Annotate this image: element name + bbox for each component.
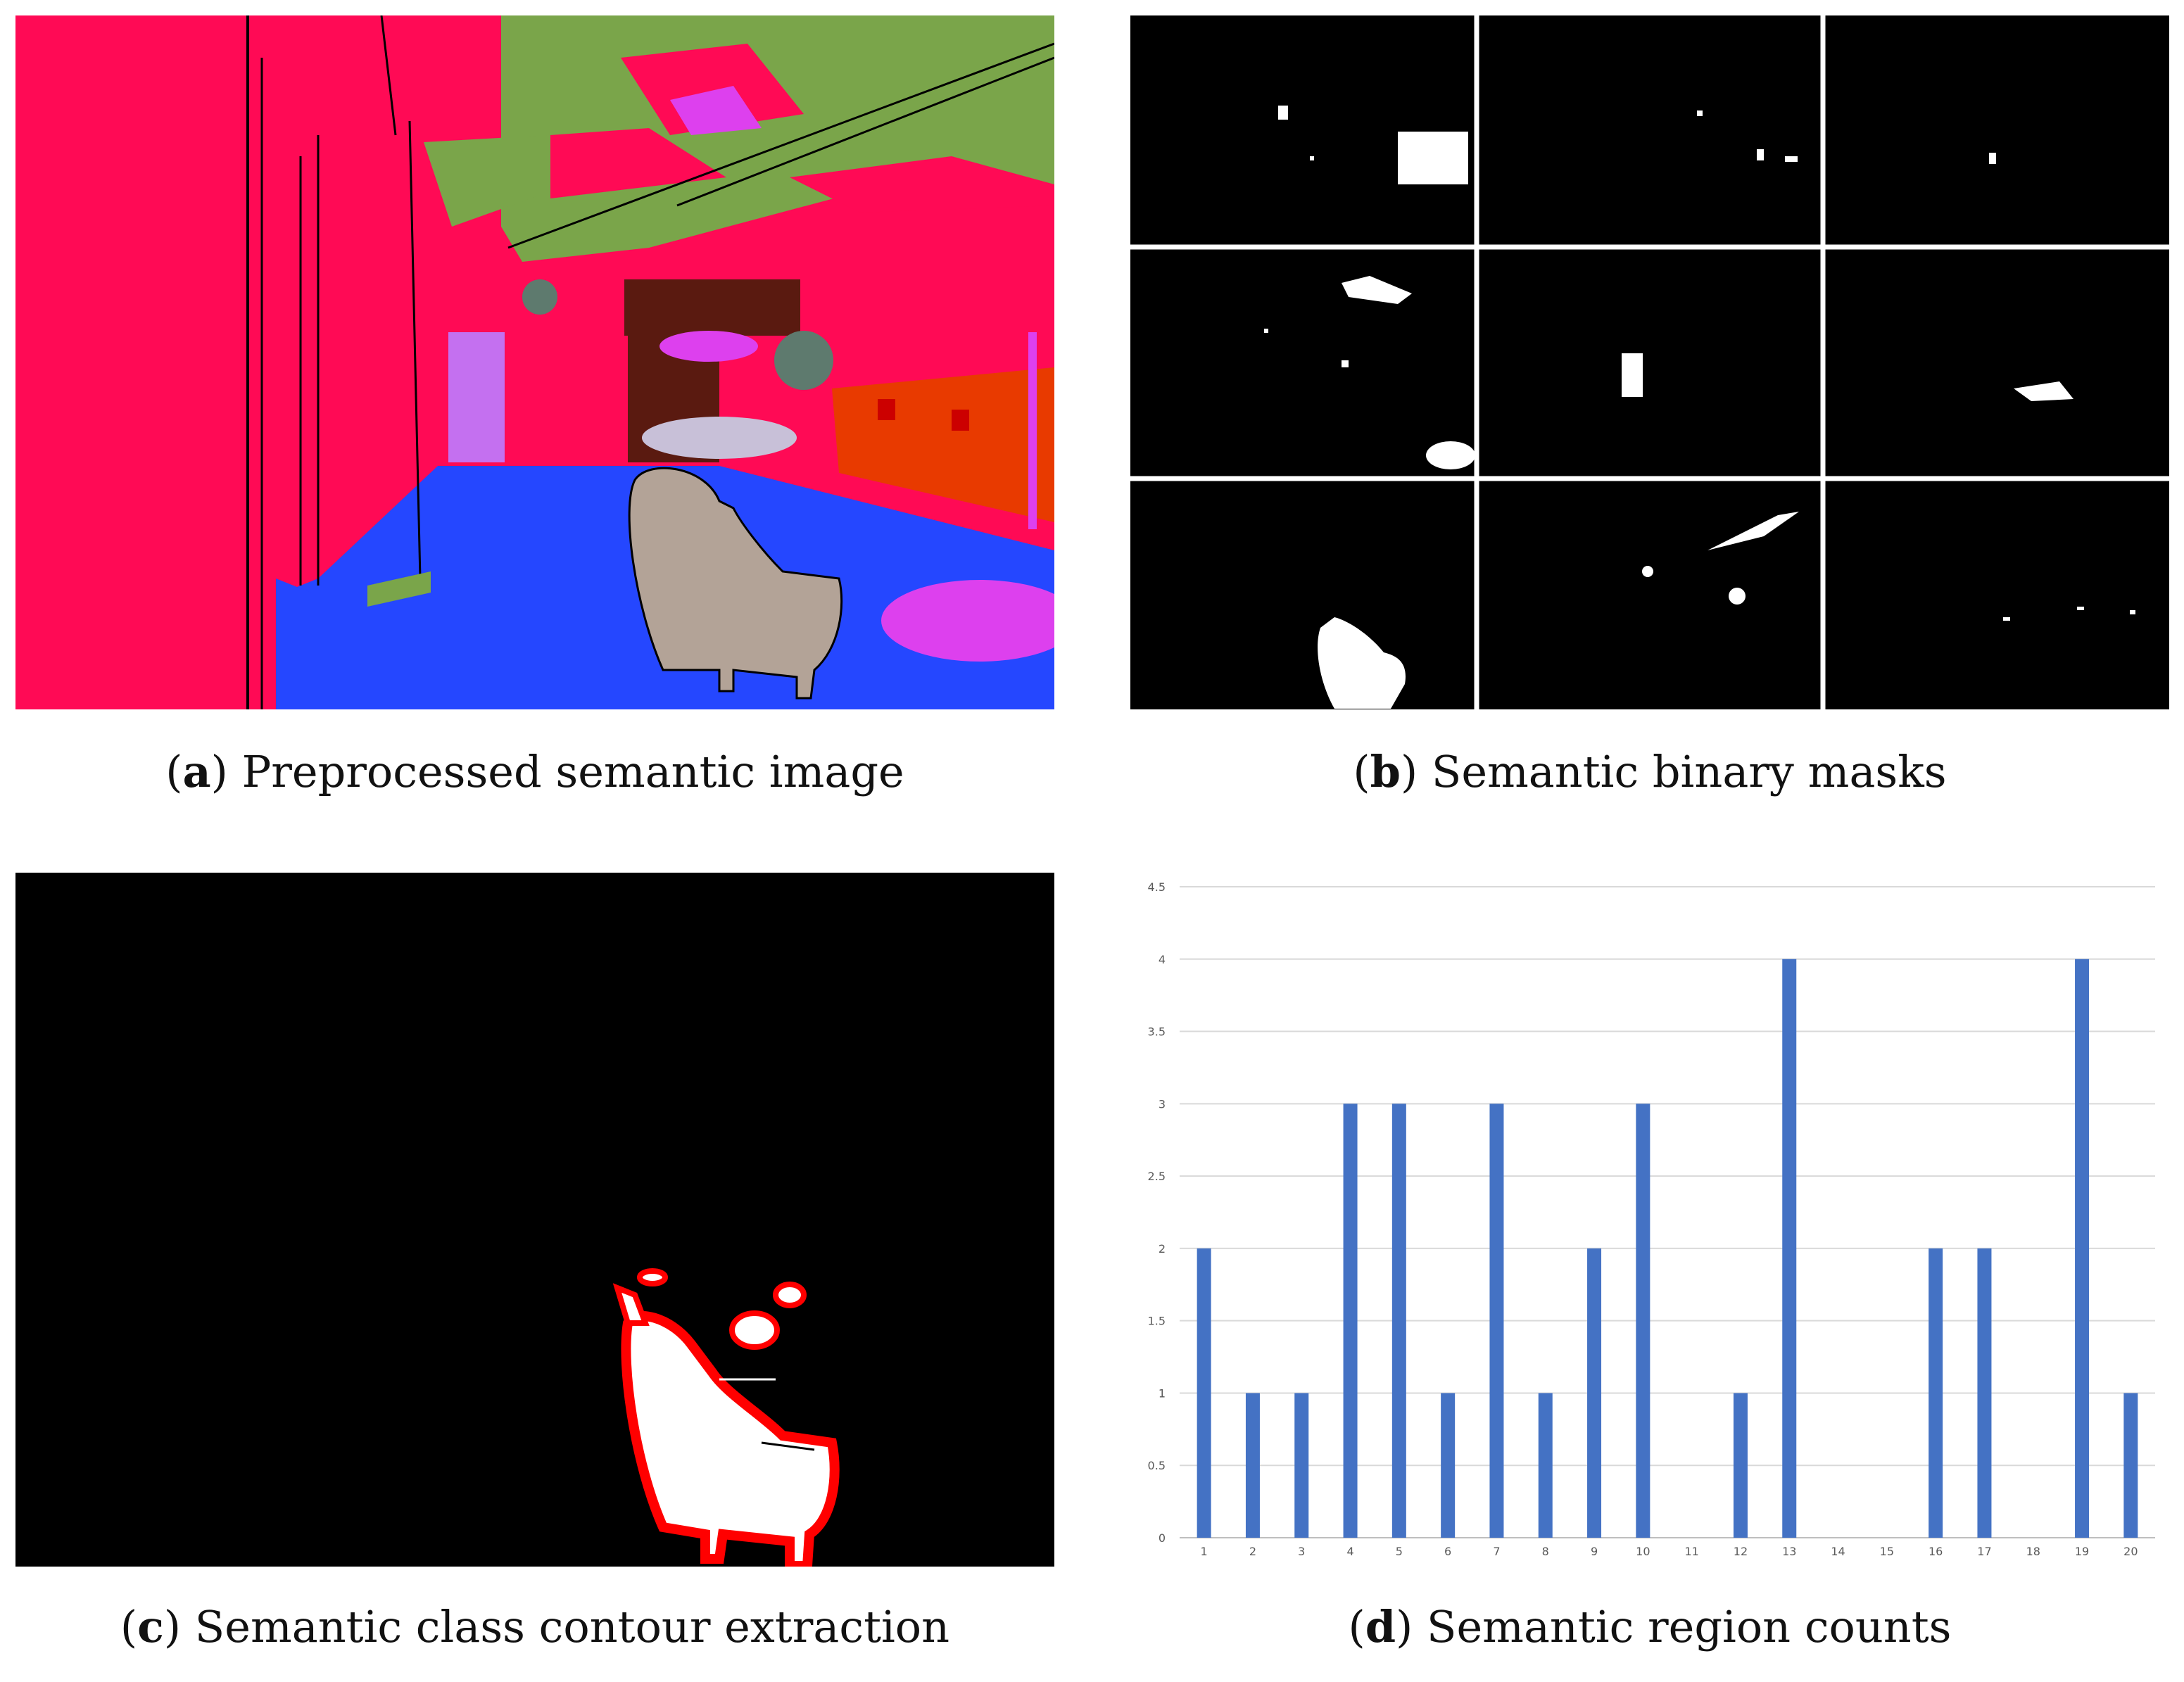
- caption-a-letter: a: [182, 746, 211, 797]
- semantic-image: [15, 15, 1054, 709]
- x-tick-label: 17: [1977, 1545, 1991, 1558]
- chart-yticks: 0 0.5 1 1.5 2 2.5 3 3.5 4 4.5: [1148, 880, 1166, 1545]
- y-tick-label: 0: [1159, 1531, 1166, 1545]
- bar-20: [2123, 1393, 2138, 1538]
- y-tick-label: 4.5: [1148, 880, 1166, 894]
- y-tick-label: 4: [1159, 953, 1166, 966]
- x-tick-label: 5: [1396, 1545, 1403, 1558]
- bar-1: [1197, 1248, 1211, 1538]
- x-tick-label: 14: [1831, 1545, 1845, 1558]
- bar-6: [1441, 1393, 1456, 1538]
- caption-d-text: Semantic region counts: [1426, 1601, 1952, 1652]
- y-tick-label: 1: [1159, 1386, 1166, 1400]
- y-tick-label: 3: [1159, 1097, 1166, 1111]
- binary-mask-grid: [1130, 15, 2169, 709]
- caption-a-text: Preprocessed semantic image: [241, 746, 904, 797]
- bar-12: [1733, 1393, 1748, 1538]
- bar-2: [1245, 1393, 1260, 1538]
- caption-b-letter: b: [1370, 746, 1401, 797]
- chart-gridlines: [1180, 886, 2155, 1538]
- chart-bars: [1197, 959, 2138, 1538]
- y-tick-label: 2.5: [1148, 1170, 1166, 1183]
- x-tick-label: 1: [1201, 1545, 1208, 1558]
- x-tick-label: 11: [1684, 1545, 1698, 1558]
- y-tick-label: 0.5: [1148, 1459, 1166, 1472]
- x-tick-label: 12: [1734, 1545, 1748, 1558]
- caption-b: (b) Semantic binary masks: [1353, 746, 1947, 797]
- x-tick-label: 16: [1929, 1545, 1943, 1558]
- x-tick-label: 15: [1880, 1545, 1894, 1558]
- bar-3: [1294, 1393, 1309, 1538]
- bar-16: [1929, 1248, 1943, 1538]
- bar-8: [1538, 1393, 1553, 1538]
- x-tick-label: 4: [1346, 1545, 1353, 1558]
- y-tick-label: 3.5: [1148, 1025, 1166, 1039]
- bar-17: [1977, 1248, 1992, 1538]
- x-tick-label: 20: [2123, 1545, 2138, 1558]
- x-tick-label: 8: [1542, 1545, 1549, 1558]
- bar-9: [1587, 1248, 1602, 1538]
- x-tick-label: 19: [2075, 1545, 2089, 1558]
- bar-4: [1343, 1104, 1358, 1538]
- caption-b-text: Semantic binary masks: [1431, 746, 1947, 797]
- caption-c: (c) Semantic class contour extraction: [120, 1601, 950, 1652]
- caption-c-text: Semantic class contour extraction: [194, 1601, 950, 1652]
- x-tick-label: 9: [1591, 1545, 1598, 1558]
- x-tick-label: 13: [1782, 1545, 1796, 1558]
- caption-d: (d) Semantic region counts: [1348, 1601, 1952, 1652]
- y-tick-label: 1.5: [1148, 1315, 1166, 1328]
- bar-19: [2075, 959, 2090, 1538]
- x-tick-label: 18: [2026, 1545, 2040, 1558]
- bar-5: [1391, 1104, 1406, 1538]
- bar-10: [1636, 1104, 1650, 1538]
- contour-extraction: [15, 873, 1054, 1567]
- caption-c-letter: c: [137, 1601, 164, 1652]
- y-tick-label: 2: [1159, 1242, 1166, 1256]
- bar-7: [1489, 1104, 1504, 1538]
- x-tick-label: 3: [1298, 1545, 1305, 1558]
- x-tick-label: 10: [1636, 1545, 1650, 1558]
- x-tick-label: 2: [1249, 1545, 1256, 1558]
- caption-d-letter: d: [1365, 1601, 1396, 1652]
- caption-a: (a) Preprocessed semantic image: [165, 746, 904, 797]
- x-tick-label: 6: [1444, 1545, 1451, 1558]
- x-tick-label: 7: [1493, 1545, 1500, 1558]
- bar-13: [1782, 959, 1797, 1538]
